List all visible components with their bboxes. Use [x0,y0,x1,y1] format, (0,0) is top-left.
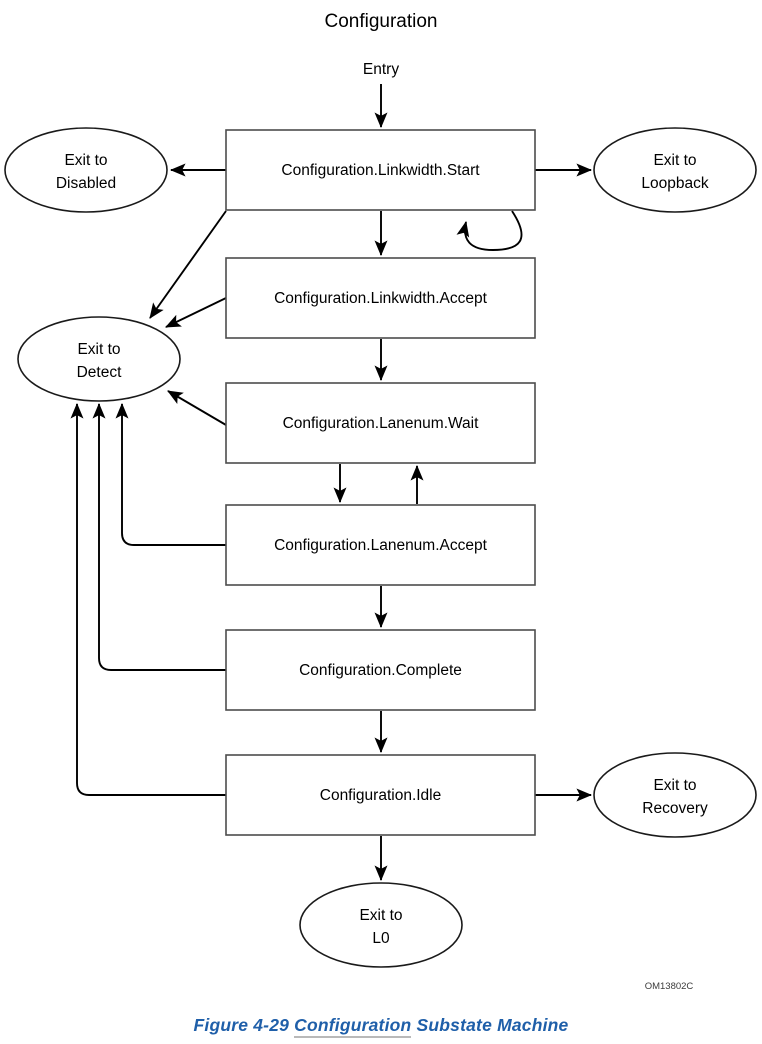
state-nodes: Configuration.Linkwidth.Start Configurat… [225,129,536,836]
state-box-lanenum-accept[interactable] [225,504,536,586]
edge-idle-to-exit-detect [70,402,226,796]
terminal-node-exit-loopback[interactable]: Exit to Loopback [593,127,757,213]
terminal-ellipse-exit-loopback[interactable] [593,127,757,213]
terminal-ellipse-exit-disabled[interactable] [4,127,168,213]
terminal-label-exit-detect-line2: Detect [77,364,122,381]
terminal-ellipse-exit-l0[interactable] [299,882,463,968]
state-box-complete[interactable] [225,629,536,711]
figure-caption-prefix: Figure 4-29 [193,1015,295,1035]
edge-lanenum-wait-to-exit-detect [167,390,227,426]
terminal-label-exit-l0-line1: Exit to [359,907,402,924]
edge-linkwidth-start-to-exit-detect [149,210,227,319]
state-label-linkwidth-accept: Configuration.Linkwidth.Accept [274,290,488,307]
terminal-node-exit-recovery[interactable]: Exit to Recovery [593,752,757,838]
state-box-lanenum-wait[interactable] [225,382,536,464]
transition-edges [70,84,593,882]
state-node-complete[interactable]: Configuration.Complete [225,629,536,711]
terminal-node-exit-disabled[interactable]: Exit to Disabled [4,127,168,213]
terminal-node-exit-l0[interactable]: Exit to L0 [299,882,463,968]
terminal-label-exit-disabled-line2: Disabled [56,175,116,192]
terminal-label-exit-recovery-line2: Recovery [642,800,708,817]
terminal-label-exit-loopback-line1: Exit to [653,152,696,169]
terminal-label-exit-detect-line1: Exit to [77,341,120,358]
state-node-lanenum-accept[interactable]: Configuration.Lanenum.Accept [225,504,536,586]
edge-linkwidth-start-self-loop [456,210,523,251]
terminal-label-exit-disabled-line1: Exit to [64,152,107,169]
terminal-node-exit-detect[interactable]: Exit to Detect [17,316,181,402]
state-label-idle: Configuration.Idle [320,787,442,804]
figure-caption: Figure 4-29 Configuration Substate Machi… [0,1015,762,1038]
state-node-linkwidth-start[interactable]: Configuration.Linkwidth.Start [225,129,536,211]
diagram-title: Configuration [324,11,437,32]
state-box-linkwidth-accept[interactable] [225,257,536,339]
state-node-linkwidth-accept[interactable]: Configuration.Linkwidth.Accept [225,257,536,339]
terminal-nodes: Exit to Disabled Exit to Loopback Exit t… [4,127,757,968]
terminal-label-exit-loopback-line2: Loopback [641,175,708,192]
state-label-linkwidth-start: Configuration.Linkwidth.Start [281,162,480,179]
edge-lanenum-accept-to-exit-detect [115,402,226,546]
state-label-lanenum-wait: Configuration.Lanenum.Wait [283,415,480,432]
terminal-label-exit-recovery-line1: Exit to [653,777,696,794]
figure-caption-text: Figure 4-29 Configuration Substate Machi… [194,1015,569,1038]
state-label-lanenum-accept: Configuration.Lanenum.Accept [274,537,488,554]
state-box-linkwidth-start[interactable] [225,129,536,211]
edge-linkwidth-accept-to-exit-detect [165,297,227,328]
terminal-label-exit-l0-line2: L0 [372,930,390,947]
state-label-complete: Configuration.Complete [299,662,462,679]
figure-caption-underlined-term: Configuration [294,1015,412,1038]
edge-complete-to-exit-detect [92,402,226,671]
state-node-lanenum-wait[interactable]: Configuration.Lanenum.Wait [225,382,536,464]
terminal-ellipse-exit-recovery[interactable] [593,752,757,838]
state-box-idle[interactable] [225,754,536,836]
figure-caption-suffix: Substate Machine [411,1015,569,1035]
state-node-idle[interactable]: Configuration.Idle [225,754,536,836]
drawing-code-label: OM13802C [645,981,694,992]
entry-label: Entry [363,61,399,78]
terminal-ellipse-exit-detect[interactable] [17,316,181,402]
